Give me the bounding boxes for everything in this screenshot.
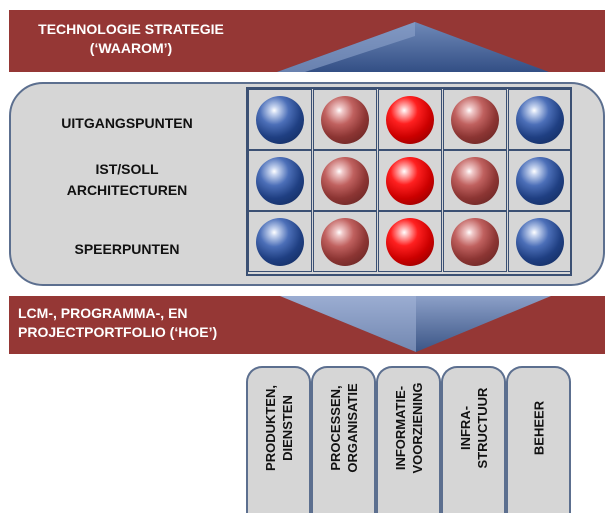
column-label: PRODUKTEN, DIENSTEN: [262, 385, 295, 471]
grid-cell: [313, 211, 377, 272]
blue-sphere-icon: [256, 218, 304, 266]
up-arrow-icon: [277, 22, 549, 72]
grid-cell: [313, 150, 377, 211]
strategy-subtitle: (‘WAAROM’): [89, 40, 173, 56]
column-tab-beheer: BEHEER: [506, 366, 571, 513]
red-sphere-icon: [386, 218, 434, 266]
grid-cell: [248, 211, 312, 272]
red-sphere-icon: [386, 157, 434, 205]
strategy-title: TECHNOLOGIE STRATEGIE: [38, 21, 224, 37]
grid-cell: [508, 211, 572, 272]
column-label: INFRA- STRUCTUUR: [457, 387, 490, 469]
column-tab-informatie: INFORMATIE- VOORZIENING: [376, 366, 441, 513]
column-label: INFORMATIE- VOORZIENING: [392, 382, 425, 474]
grid-cell: [313, 89, 377, 150]
row-label-architecturen: IST/SOLL ARCHITECTUREN: [66, 161, 188, 198]
red-sphere-icon: [386, 96, 434, 144]
column-tab-infra: INFRA- STRUCTUUR: [441, 366, 506, 513]
blue-sphere-icon: [516, 218, 564, 266]
grid-cell: [443, 150, 507, 211]
row-label-uitgangspunten: UITGANGSPUNTEN: [61, 115, 193, 131]
column-label: PROCESSEN, ORGANISATIE: [327, 383, 360, 473]
rose-sphere-icon: [321, 96, 369, 144]
grid-cell: [508, 89, 572, 150]
grid-cell: [248, 89, 312, 150]
column-tab-processen: PROCESSEN, ORGANISATIE: [311, 366, 376, 513]
strategy-band-label: TECHNOLOGIE STRATEGIE (‘WAAROM’): [0, 20, 262, 58]
ball-grid: [246, 87, 572, 276]
grid-cell: [508, 150, 572, 211]
portfolio-band-label: LCM-, PROGRAMMA-, EN PROJECTPORTFOLIO (‘…: [18, 304, 217, 342]
grid-cell: [378, 211, 442, 272]
column-label: BEHEER: [531, 400, 546, 456]
blue-sphere-icon: [516, 157, 564, 205]
row-label-speerpunten: SPEERPUNTEN: [74, 241, 180, 257]
grid-cell: [378, 89, 442, 150]
grid-cell: [248, 150, 312, 211]
rose-sphere-icon: [451, 96, 499, 144]
blue-sphere-icon: [516, 96, 564, 144]
blue-sphere-icon: [256, 96, 304, 144]
matrix-panel: [9, 82, 605, 286]
portfolio-subtitle: PROJECTPORTFOLIO (‘HOE’): [18, 324, 218, 340]
rose-sphere-icon: [321, 157, 369, 205]
rose-sphere-icon: [321, 218, 369, 266]
column-tab-produkten: PRODUKTEN, DIENSTEN: [246, 366, 311, 513]
grid-cell: [443, 89, 507, 150]
blue-sphere-icon: [256, 157, 304, 205]
portfolio-title: LCM-, PROGRAMMA-, EN: [18, 305, 188, 321]
grid-cell: [443, 211, 507, 272]
rose-sphere-icon: [451, 157, 499, 205]
grid-cell: [378, 150, 442, 211]
rose-sphere-icon: [451, 218, 499, 266]
